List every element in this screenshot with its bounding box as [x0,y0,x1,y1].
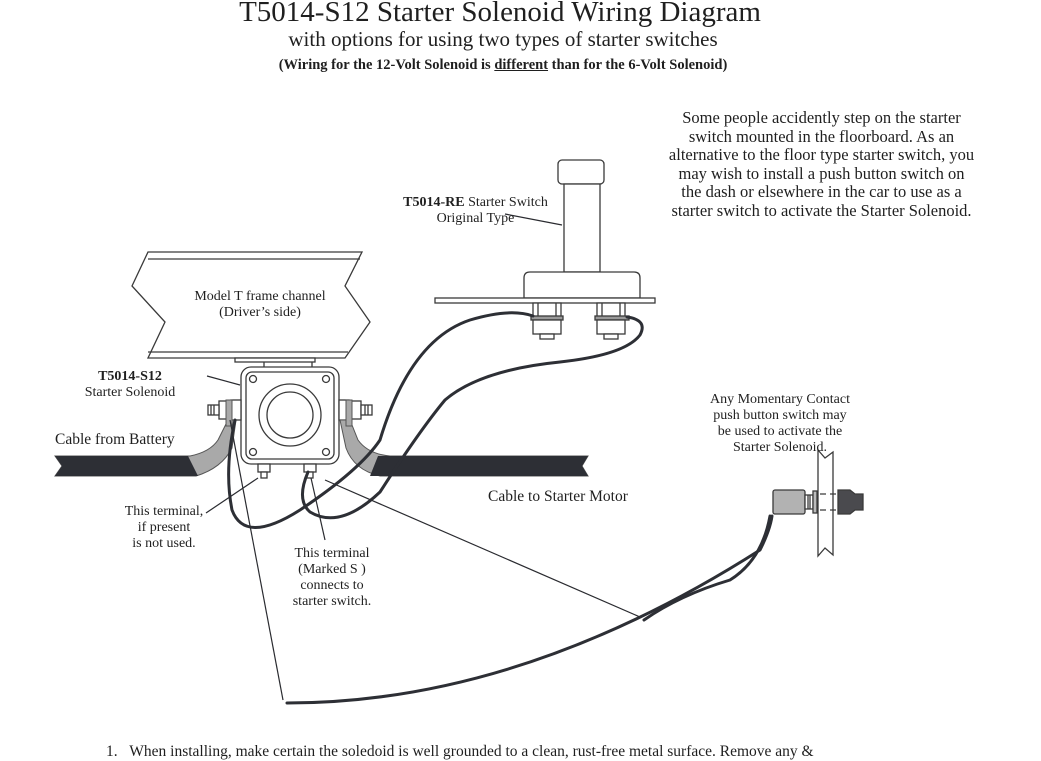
starter-lug-stud [345,399,353,427]
wire-pushbutton-return [642,514,772,622]
starter-cable-label: Cable to Starter Motor [488,488,628,505]
floor-switch-label: T5014-RE Starter Switch Original Type [393,195,558,227]
s-terminal-label-line: (Marked S ) [298,562,366,577]
alt-switch-note-line: alternative to the floor type starter sw… [668,145,975,164]
diagram-subtitle: with options for using two types of star… [288,27,718,51]
arrow-s-terminal [310,477,326,541]
s-terminal-label: This terminal (Marked S ) connects to st… [276,546,388,610]
solenoid-label: T5014-S12 Starter Solenoid [70,369,190,401]
battery-lug-stud [225,399,233,427]
unused-terminal-label-line: if present [137,520,191,535]
pointer-pushbutton-to-s [324,479,641,618]
solenoid-screw [248,374,258,384]
push-button-cap [837,489,864,515]
solenoid-screw [248,447,258,457]
solenoid-cap-outer [258,383,322,447]
alt-switch-note-line: starter switch to activate the Starter S… [671,200,972,220]
frame-channel-label-line: (Driver’s side) [219,305,301,320]
pushbutton-note-line: push button switch may [713,408,847,423]
unused-terminal-label: This terminal, if present is not used. [108,504,220,552]
arrow-floor-switch [504,213,563,226]
solenoid-cap-inner [266,391,314,439]
frame-channel-body [131,251,371,359]
floor-switch-type: Original Type [436,211,515,226]
switch-plunger [563,183,601,273]
footnote-number: 1. [106,743,118,760]
solenoid-body-inner [245,371,335,460]
s-terminal-label-line: This terminal [294,546,370,561]
solenoid-mount-bracket [234,357,316,363]
pushbutton-note: Any Momentary Contact push button switch… [695,392,865,456]
wire-battery-to-pushbutton [285,514,774,705]
unused-terminal [257,463,271,473]
alt-switch-note-line: Some people accidently step on the start… [682,108,961,127]
frame-channel-label: Model T frame channel (Driver’s side) [160,289,360,321]
s-terminal [303,463,317,473]
voltage-note-prefix: (Wiring for the 12-Volt Solenoid is [278,57,495,73]
s-terminal-label-line: starter switch. [292,594,372,609]
push-button-switch [772,448,864,558]
push-button-body [772,489,806,515]
alt-switch-note-line: the dash or elsewhere in the car to use … [681,182,962,201]
floor-starter-switch [434,159,656,340]
solenoid-screw [321,374,331,384]
pushbutton-note-line: Any Momentary Contact [710,392,850,407]
floorboard [434,297,656,304]
voltage-note: (Wiring for the 12-Volt Solenoid is diff… [0,55,1006,75]
switch-plunger-cap [557,159,605,185]
floor-switch-desc: Starter Switch [464,195,548,210]
arrow-solenoid [206,375,241,386]
solenoid-part-number: T5014-S12 [98,369,162,384]
pushbutton-note-line: be used to activate the [717,424,843,439]
solenoid-description: Starter Solenoid [84,385,176,400]
wire-s-terminal-to-floor-switch [301,315,644,520]
solenoid [207,366,373,479]
pointer-battery-to-ground [229,419,284,701]
solenoid-screw [321,447,331,457]
footnote: 1. When installing, make certain the sol… [106,743,814,761]
wire-battery-to-floor-switch [227,311,535,529]
floor-switch-part: T5014-RE [403,195,465,210]
voltage-note-emphasis: different [494,57,549,73]
frame-channel-label-line: Model T frame channel [194,289,326,304]
arrow-unused-terminal [205,477,259,514]
battery-cable [54,419,237,477]
alt-switch-note: Some people accidently step on the start… [630,108,1013,220]
starter-cable [339,419,589,477]
unused-terminal-label-line: This terminal, [124,504,204,519]
battery-cable-label: Cable from Battery [55,431,175,448]
frame-channel [131,251,371,368]
footnote-text: When installing, make certain the soledo… [129,743,814,760]
alt-switch-note-line: may wish to install a push button switch… [678,163,965,183]
pushbutton-note-line: Starter Solenoid. [732,440,828,455]
switch-base [523,271,641,299]
diagram-title: T5014-S12 Starter Solenoid Wiring Diagra… [239,0,761,28]
unused-terminal-label-line: is not used. [132,536,196,551]
alt-switch-note-line: switch mounted in the floorboard. As an [688,126,955,146]
dash-panel [817,448,834,558]
s-terminal-label-line: connects to [300,578,364,593]
voltage-note-suffix: than for the 6-Volt Solenoid) [548,57,728,73]
